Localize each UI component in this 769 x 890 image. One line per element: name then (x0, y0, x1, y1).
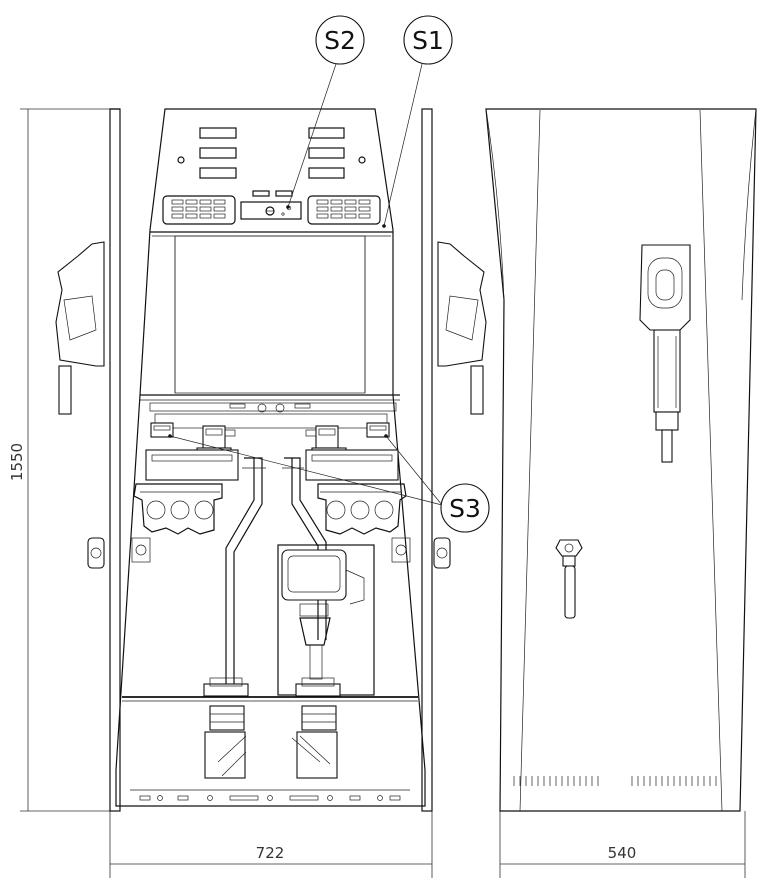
callout-s3-label: S3 (449, 494, 481, 523)
left-nozzle (55, 241, 105, 415)
height-dimension: 1550 (8, 108, 110, 812)
callout-s1: S1 (382, 15, 453, 228)
hydraulic-bracket (149, 402, 397, 429)
side-view-hose-fitting (555, 539, 583, 619)
price-displays (177, 127, 366, 179)
left-inlet-fitting (203, 677, 249, 779)
callout-s3: S3 (168, 434, 490, 533)
callout-s1-label: S1 (412, 26, 444, 55)
right-hose-fitting (433, 537, 451, 569)
front-width-dimension: 722 (109, 811, 433, 878)
side-width-dimension-label: 540 (608, 844, 637, 862)
bottom-frame (130, 789, 410, 801)
left-keypad (162, 195, 236, 225)
right-inlet-fitting (291, 677, 341, 779)
side-view (485, 108, 757, 812)
center-control-panel (240, 190, 302, 220)
filter-unit (277, 544, 375, 696)
callout-s2-label: S2 (324, 26, 356, 55)
right-nozzle (437, 241, 487, 415)
side-width-dimension: 540 (499, 811, 746, 878)
front-view (109, 108, 433, 812)
left-hose-fitting (87, 537, 105, 569)
height-dimension-label: 1550 (8, 443, 26, 481)
callout-s2: S2 (286, 15, 365, 209)
right-keypad (307, 195, 381, 225)
front-width-dimension-label: 722 (256, 844, 285, 862)
right-meter-units (317, 483, 407, 535)
left-meter-units (133, 483, 223, 535)
side-view-nozzle (639, 244, 691, 463)
